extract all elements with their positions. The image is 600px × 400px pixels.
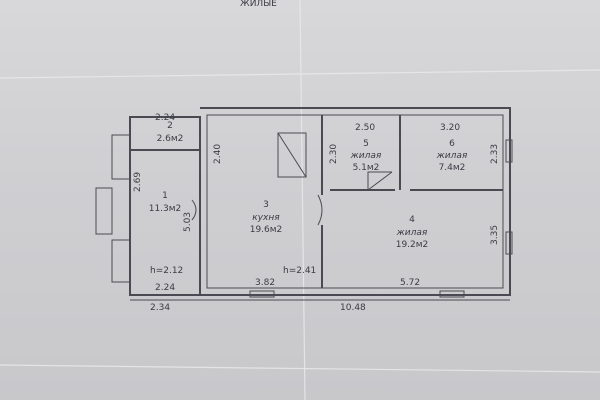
- dim-5-72: 5.72: [400, 278, 420, 288]
- stove-icon: [277, 132, 307, 178]
- window-icon: [505, 231, 513, 255]
- paper-fold-line: [299, 0, 306, 400]
- room-6-number: 6: [449, 139, 455, 149]
- header-fragment: ЖИЛЫЕ: [240, 0, 277, 9]
- room-4-type: жилая: [396, 228, 428, 238]
- room-3-area: 19.6м2: [250, 225, 283, 235]
- dim-3-20: 3.20: [440, 123, 460, 133]
- stairs-icon: [367, 171, 393, 191]
- paper-fold-line: [0, 69, 600, 79]
- room-5-area: 5.1м2: [353, 163, 380, 173]
- dim-2-40: 2.40: [213, 144, 223, 164]
- dim-2-50: 2.50: [355, 123, 375, 133]
- dim-3-82: 3.82: [255, 278, 275, 288]
- window-icon: [439, 290, 465, 298]
- stairs-icon: [367, 171, 392, 190]
- room-2-area: 2.6м2: [157, 134, 184, 144]
- door-icon: [317, 194, 323, 226]
- dim-10-48: 10.48: [340, 303, 366, 313]
- room-2-number: 2: [167, 121, 173, 131]
- room-6-area: 7.4м2: [439, 163, 466, 173]
- dim-2-69: 2.69: [133, 172, 143, 192]
- room-4-number: 4: [409, 215, 415, 225]
- dim-2-34: 2.34: [150, 303, 170, 313]
- entrance-block: [95, 187, 113, 235]
- height-house: h=2.41: [283, 266, 316, 276]
- room-6-type: жилая: [436, 151, 468, 161]
- dim-2-30: 2.30: [329, 144, 339, 164]
- dim-2-24-bottom: 2.24: [155, 283, 175, 293]
- room-4-area: 19.2м2: [396, 240, 429, 250]
- window-icon: [505, 139, 513, 163]
- room-3-type: кухня: [252, 213, 280, 223]
- house-outline: [200, 107, 511, 296]
- house-inner-outline: [206, 114, 504, 289]
- paper-fold-line: [0, 364, 600, 373]
- room-1-area: 11.3м2: [149, 204, 182, 214]
- height-veranda: h=2.12: [150, 266, 183, 276]
- dim-3-35: 3.35: [490, 225, 500, 245]
- room-3-number: 3: [263, 200, 269, 210]
- room-5-type: жилая: [350, 151, 382, 161]
- dim-5-03: 5.03: [183, 212, 193, 232]
- porch-steps: [111, 239, 131, 283]
- room-1-number: 1: [162, 191, 168, 201]
- stove-icon: [277, 132, 307, 178]
- dim-2-24-top: 2.24: [155, 113, 175, 123]
- door-icon: [191, 199, 197, 221]
- porch-steps: [111, 134, 131, 180]
- dim-2-33: 2.33: [490, 144, 500, 164]
- room-5-number: 5: [363, 139, 369, 149]
- window-icon: [249, 290, 275, 298]
